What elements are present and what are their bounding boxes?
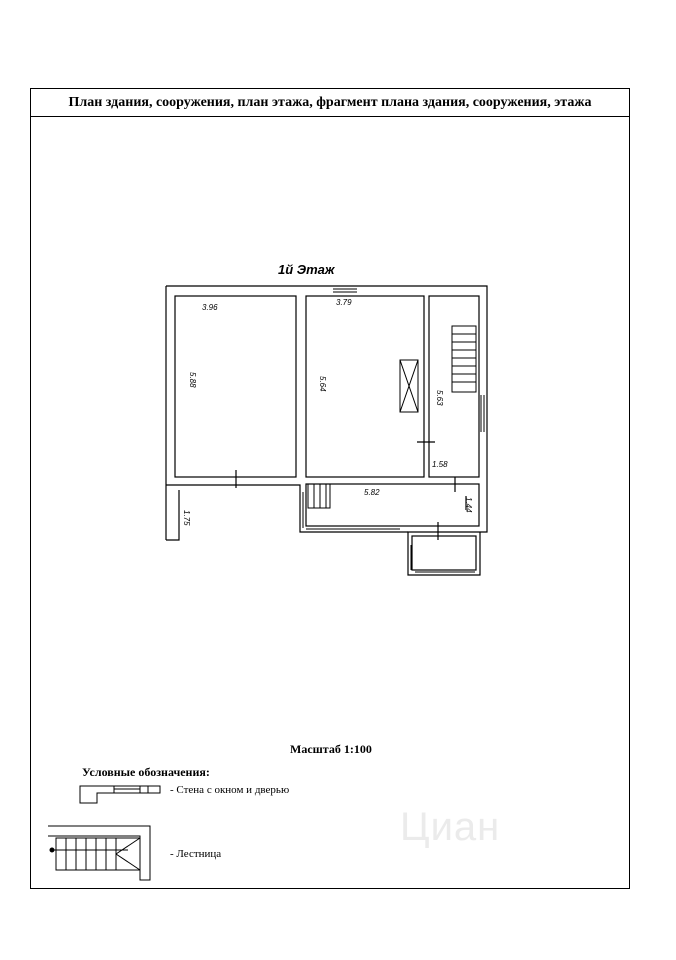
legend-title: Условные обозначения: — [82, 765, 210, 779]
watermark: Циан — [400, 805, 501, 849]
drawing-title: План здания, сооружения, план этажа, фра… — [31, 89, 629, 117]
dim-room1-length: 5.88 — [188, 372, 197, 388]
legend-stair-label: - Лестница — [170, 848, 222, 860]
legend-wall-label: - Стена с окном и дверью — [170, 784, 290, 796]
scale-label: Масштаб 1:100 — [290, 742, 372, 756]
stair-room — [428, 295, 480, 478]
dim-room1-width: 3.96 — [202, 303, 218, 312]
dim-room2-length: 5.64 — [318, 376, 327, 392]
window-south-hall — [306, 528, 400, 533]
annex — [411, 535, 477, 571]
floor-label: 1й Этаж — [278, 262, 335, 277]
legend-stair-symbol — [48, 825, 151, 881]
dim-room2-width: 3.79 — [336, 298, 352, 307]
dim-hall-width: 1.44 — [464, 497, 473, 513]
window-annex — [407, 545, 475, 576]
legend-wall-symbol — [79, 785, 161, 804]
window-east — [480, 395, 488, 432]
porch-wall — [166, 490, 180, 541]
hall-stair — [307, 483, 331, 509]
dim-stair-width: 1.58 — [432, 460, 448, 469]
dim-hall-length: 5.82 — [364, 488, 380, 497]
drawing-frame: План здания, сооружения, план этажа, фра… — [30, 88, 630, 889]
window-west-hall — [299, 492, 304, 528]
dim-porch-length: 1.75 — [182, 510, 191, 526]
main-stair — [451, 325, 477, 393]
dim-stair-length: 5.63 — [435, 390, 444, 406]
hall — [305, 483, 480, 527]
window-north — [333, 285, 357, 293]
vent-shaft — [399, 359, 419, 413]
room-2 — [305, 295, 425, 478]
